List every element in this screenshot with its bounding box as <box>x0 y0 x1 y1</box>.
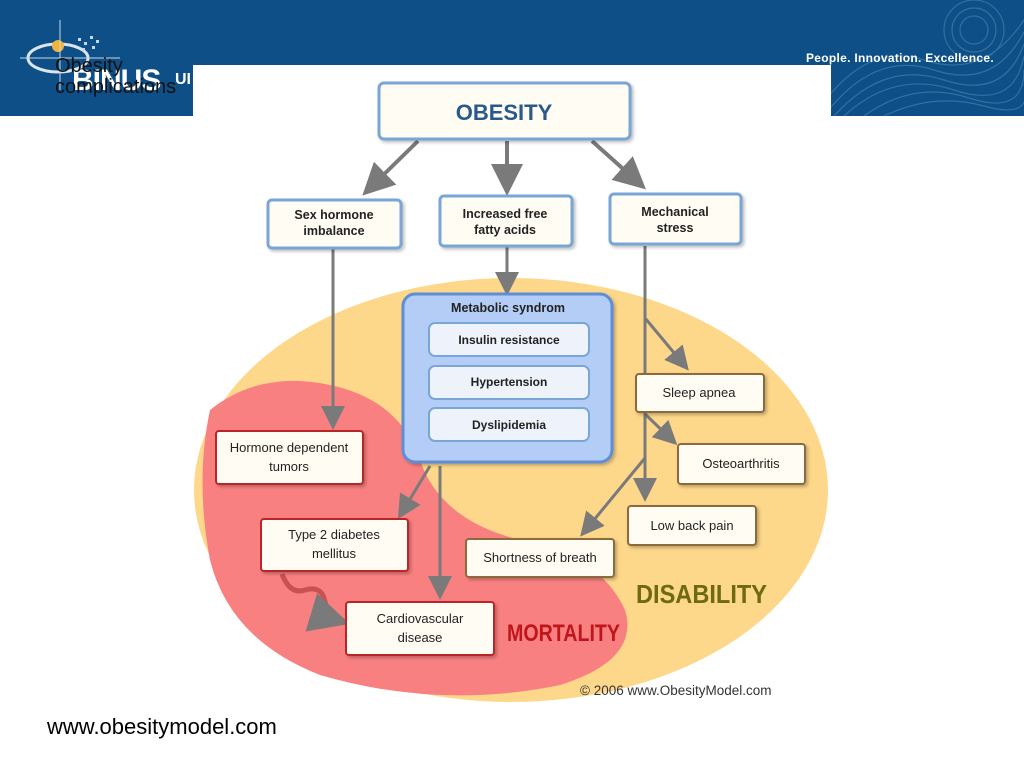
metabolic-item-box <box>428 407 590 442</box>
effect-label-line2: tumors <box>269 459 309 474</box>
wave-decoration-icon <box>813 0 1024 116</box>
binus-logo-icon <box>20 20 120 90</box>
arrow-obesity-to-hormone <box>362 139 420 196</box>
arrow-metabolic-to-diabetes <box>397 465 432 520</box>
cause-label-line2: fatty acids <box>474 223 536 237</box>
effect-label: Shortness of breath <box>483 550 596 565</box>
metabolic-item: Dyslipidemia <box>472 418 546 432</box>
metabolic-title: Metabolic syndrom <box>451 301 565 315</box>
cause-label-line2: stress <box>657 221 694 235</box>
obesity-label: OBESITY <box>456 100 553 125</box>
effect-label-line2: mellitus <box>312 546 357 561</box>
box-back-pain <box>627 505 757 546</box>
effect-label: Sleep apnea <box>662 385 736 400</box>
disability-label: DISABILITY <box>636 579 767 609</box>
metabolic-item-box <box>428 365 590 400</box>
cause-label-line2: imbalance <box>303 224 364 238</box>
cause-label-line1: Sex hormone <box>294 208 373 222</box>
metabolic-item: Hypertension <box>471 375 548 389</box>
arrow-diabetes-to-cardio <box>279 573 350 632</box>
arrow-mechanical-to-breath <box>580 457 647 537</box>
box-sleep-apnea <box>635 373 765 413</box>
logo-wordmark: BINUS <box>72 64 161 97</box>
effect-label-line1: Hormone dependent <box>230 440 349 455</box>
effect-label-line2: disease <box>398 630 443 645</box>
effect-label-line1: Cardiovascular <box>377 611 464 626</box>
logo-suffix: UI <box>175 71 191 88</box>
cause-box-sex-hormone <box>266 198 403 250</box>
metabolic-item-box <box>428 322 590 357</box>
box-shortness-of-breath <box>465 538 615 578</box>
tagline: People. Innovation. Excellence. <box>805 51 994 65</box>
cause-box-mechanical <box>608 192 743 246</box>
cause-label-line1: Mechanical <box>641 205 708 219</box>
cause-box-fatty-acids <box>438 194 574 248</box>
arrow-mechanical-to-osteo <box>643 412 678 446</box>
box-diabetes <box>260 518 409 572</box>
box-osteoarthritis <box>677 443 806 485</box>
metabolic-item: Insulin resistance <box>458 333 560 347</box>
slide-title: Obesity complications <box>55 55 177 98</box>
arrow-obesity-to-mechanical <box>590 139 646 190</box>
copyright-notice: © 2006 www.ObesityModel.com <box>580 683 772 698</box>
box-hormone-tumors <box>215 430 364 485</box>
footer-url: www.obesitymodel.com <box>47 714 277 739</box>
effect-label: Osteoarthritis <box>702 456 780 471</box>
effect-label: Low back pain <box>650 518 733 533</box>
obesity-box <box>377 81 632 141</box>
cause-label-line1: Increased free <box>463 207 548 221</box>
effect-label-line1: Type 2 diabetes <box>288 527 380 542</box>
mortality-label: MORTALITY <box>507 620 620 647</box>
box-cardiovascular <box>345 601 495 656</box>
arrow-mechanical-to-sleep <box>643 317 689 371</box>
